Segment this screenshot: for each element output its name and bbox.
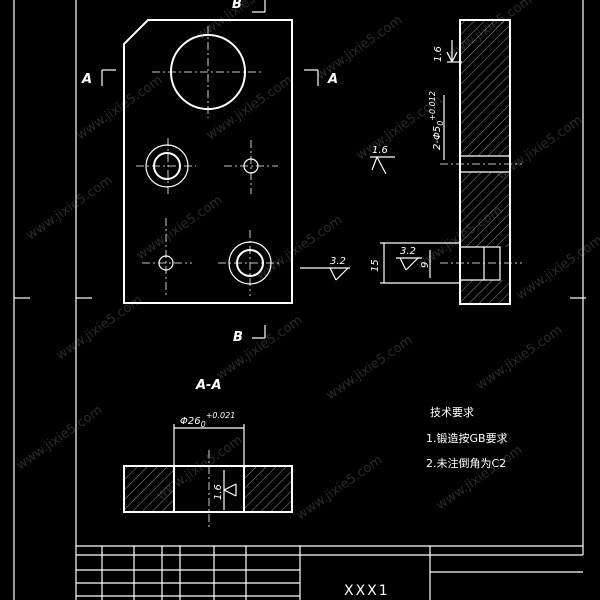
- section-title: A-A: [195, 378, 222, 393]
- side-outline: [459, 19, 511, 305]
- counterbore-inner: [153, 152, 181, 180]
- watermark: www.jixie5.com: [514, 233, 600, 304]
- watermark: www.jixie5.com: [324, 333, 416, 404]
- front-view: B B A A: [81, 0, 338, 345]
- bore-dia-dimension: Φ260+0.021: [180, 411, 235, 429]
- section-a-a-view: A-A Φ260+0.021 1.6: [123, 378, 293, 528]
- watermark: www.jixie5.com: [294, 453, 386, 524]
- large-bore: [170, 34, 246, 110]
- section-marker-b-top: B: [232, 0, 242, 12]
- dimension-15: 15: [370, 259, 381, 272]
- roughness-value: 1.6: [213, 484, 224, 500]
- roughness-value: 3.2: [400, 246, 416, 257]
- pin-hole: [243, 158, 259, 174]
- tech-req-item-2: 2.未注倒角为C2: [426, 456, 506, 470]
- watermark: www.jixie5.com: [134, 193, 226, 264]
- section-marker-a-right: A: [327, 72, 338, 87]
- counterbore-inner: [236, 249, 264, 277]
- section-outline: [123, 465, 293, 513]
- section-marker-a-left: A: [81, 72, 92, 87]
- plate-outline: [123, 19, 293, 304]
- roughness-value: 1.6: [372, 145, 388, 156]
- drawing-frame: [13, 0, 586, 600]
- section-marker-b-bottom: B: [233, 330, 243, 345]
- watermark: www.jixie5.com: [214, 313, 306, 384]
- roughness-value: 1.6: [433, 46, 444, 62]
- watermark: www.jixie5.com: [434, 443, 526, 514]
- dimension-9: 9: [420, 262, 431, 268]
- watermark: www.jixie5.com: [474, 323, 566, 394]
- pin-dia-dimension: 2-Φ50+0.012: [428, 91, 445, 150]
- roughness-value: 3.2: [330, 256, 346, 267]
- counterbore-outer: [145, 144, 189, 188]
- watermark: www.jixie5.com: [14, 403, 106, 474]
- tech-req-item-1: 1.锻造按GB要求: [426, 431, 508, 445]
- pin-hole: [158, 255, 174, 271]
- side-section-view: 1.6 2-Φ50+0.012 1.6 15 9 3.2 3.2: [300, 19, 522, 305]
- title-block: XXX1: [76, 545, 583, 600]
- watermark: www.jixie5.com: [24, 173, 116, 244]
- counterbore-outer: [228, 241, 272, 285]
- technical-requirements: 技术要求 1.锻造按GB要求 2.未注倒角为C2: [426, 406, 508, 470]
- part-name: XXX1: [344, 583, 390, 599]
- tech-req-title: 技术要求: [430, 406, 474, 419]
